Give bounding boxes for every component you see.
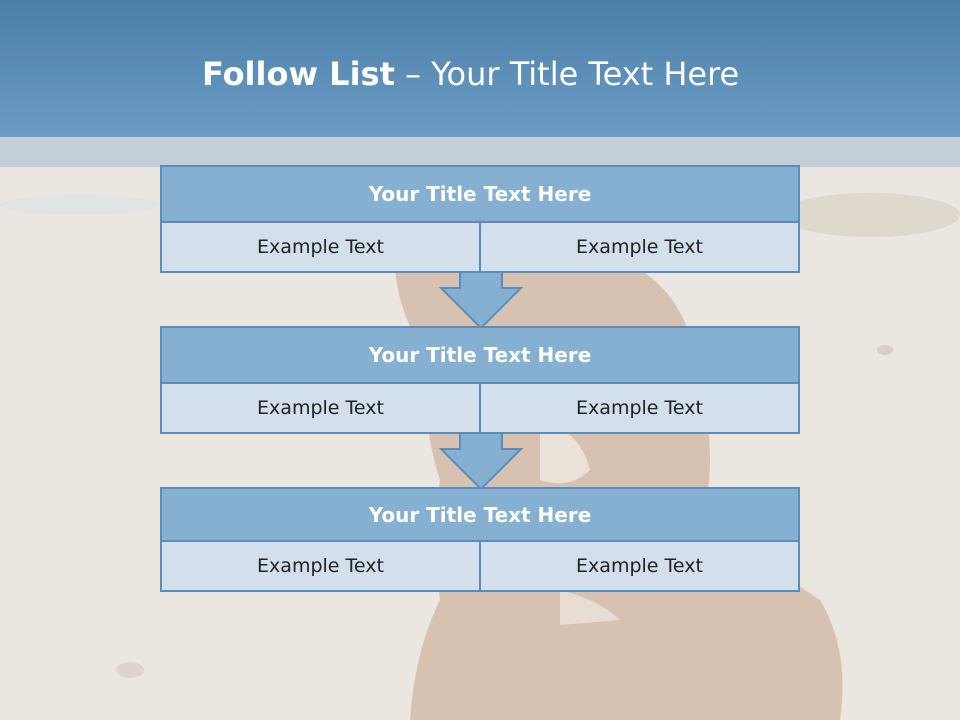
step-cell-right: Example Text (481, 542, 800, 592)
step-row: Example Text Example Text (160, 384, 800, 434)
down-arrow-icon (438, 431, 524, 491)
step-cell-left: Example Text (160, 542, 481, 592)
step-cell-left: Example Text (160, 384, 481, 434)
step-title: Your Title Text Here (160, 487, 800, 542)
step-title: Your Title Text Here (160, 326, 800, 384)
step-cell-right: Example Text (481, 223, 800, 273)
slide-title: Follow List – Your Title Text Here (202, 55, 739, 93)
down-arrow-icon (438, 270, 524, 330)
step-block-3: Your Title Text Here Example Text Exampl… (160, 487, 800, 592)
slide-title-bold: Follow List (202, 55, 395, 93)
title-bar: Follow List – Your Title Text Here (0, 0, 960, 137)
step-block-2: Your Title Text Here Example Text Exampl… (160, 326, 800, 434)
step-block-1: Your Title Text Here Example Text Exampl… (160, 165, 800, 273)
step-cell-left: Example Text (160, 223, 481, 273)
header-shadow-band (0, 137, 960, 167)
step-cell-right: Example Text (481, 384, 800, 434)
step-row: Example Text Example Text (160, 223, 800, 273)
step-row: Example Text Example Text (160, 542, 800, 592)
slide-title-rest: – Your Title Text Here (405, 55, 740, 93)
step-title: Your Title Text Here (160, 165, 800, 223)
